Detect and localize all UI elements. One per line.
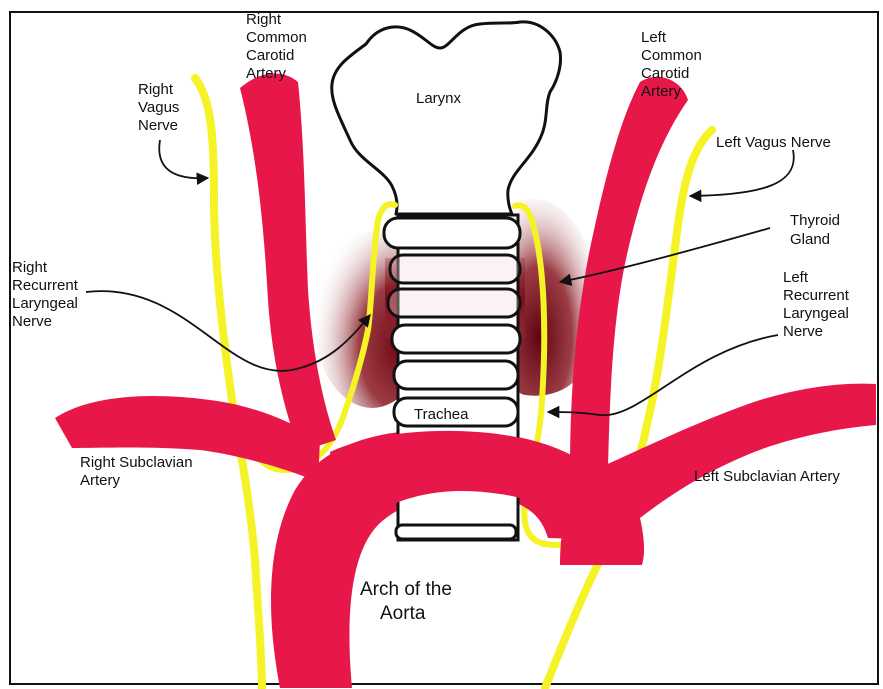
trachea-ring-1 — [384, 218, 520, 248]
trachea-ring-2 — [390, 255, 520, 283]
label-left-vagus-nerve: Left Vagus Nerve — [716, 134, 831, 151]
trachea-ring-7 — [396, 525, 516, 539]
label-right-vagus-nerve: Right Vagus Nerve — [138, 81, 184, 134]
trachea-ring-4 — [392, 325, 520, 353]
label-left-subclavian-artery: Left Subclavian Artery — [694, 468, 840, 485]
label-trachea: Trachea — [414, 406, 469, 423]
label-larynx: Larynx — [416, 90, 462, 107]
trachea-ring-5 — [394, 361, 518, 389]
trachea-ring-3 — [388, 289, 520, 317]
